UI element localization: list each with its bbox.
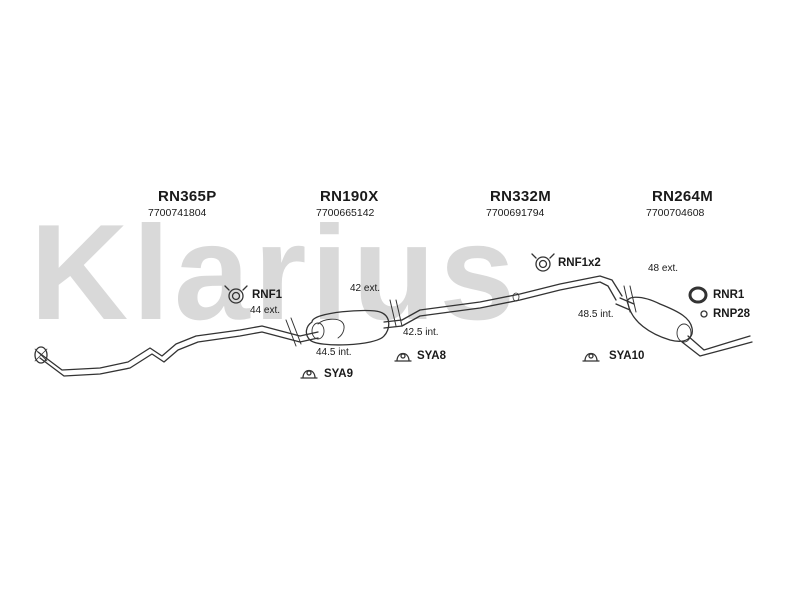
brand-watermark: Klarius — [30, 222, 520, 322]
accessory-rnr1: RNR1 — [713, 289, 745, 301]
part-number: 7700665142 — [316, 207, 375, 219]
accessory-rnf1x2: RNF1x2 — [558, 257, 601, 269]
dimension-42-ext: 42 ext. — [350, 283, 381, 294]
accessory-sya10: SYA10 — [609, 350, 645, 362]
rnr1-ring-icon — [688, 286, 708, 304]
intermediate-pipe — [401, 275, 623, 327]
part-number: 7700704608 — [646, 207, 705, 219]
rnf1-clamp-icon — [224, 285, 248, 304]
dimension-44-5-int: 44.5 int. — [316, 347, 352, 358]
part-number: 7700691794 — [486, 207, 545, 219]
clamp-markers — [285, 285, 637, 347]
rear-silencer — [615, 296, 753, 357]
dimension-48-5-int: 48.5 int. — [578, 309, 614, 320]
accessory-sya8: SYA8 — [417, 350, 446, 362]
front-pipe — [34, 325, 301, 377]
part-number: 7700741804 — [148, 207, 207, 219]
sya9-mount-icon — [300, 369, 318, 379]
part-code: RN190X — [320, 188, 379, 205]
part-code: RN264M — [652, 188, 713, 205]
part-code: RN365P — [158, 188, 217, 205]
part-code: RN332M — [490, 188, 551, 205]
sya10-mount-icon — [582, 352, 600, 362]
dimension-42-5-int: 42.5 int. — [403, 327, 439, 338]
rnf1x2-clamp-icon — [531, 253, 555, 272]
accessory-sya9: SYA9 — [324, 368, 353, 380]
accessory-rnf1: RNF1 — [252, 289, 283, 301]
rnp28-bolt-icon — [700, 310, 708, 318]
sya8-mount-icon — [394, 352, 412, 362]
centre-silencer — [299, 309, 403, 346]
accessory-rnp28: RNP28 — [713, 308, 751, 320]
dimension-48-ext: 48 ext. — [648, 263, 679, 274]
dimension-44-ext: 44 ext. — [250, 305, 281, 316]
